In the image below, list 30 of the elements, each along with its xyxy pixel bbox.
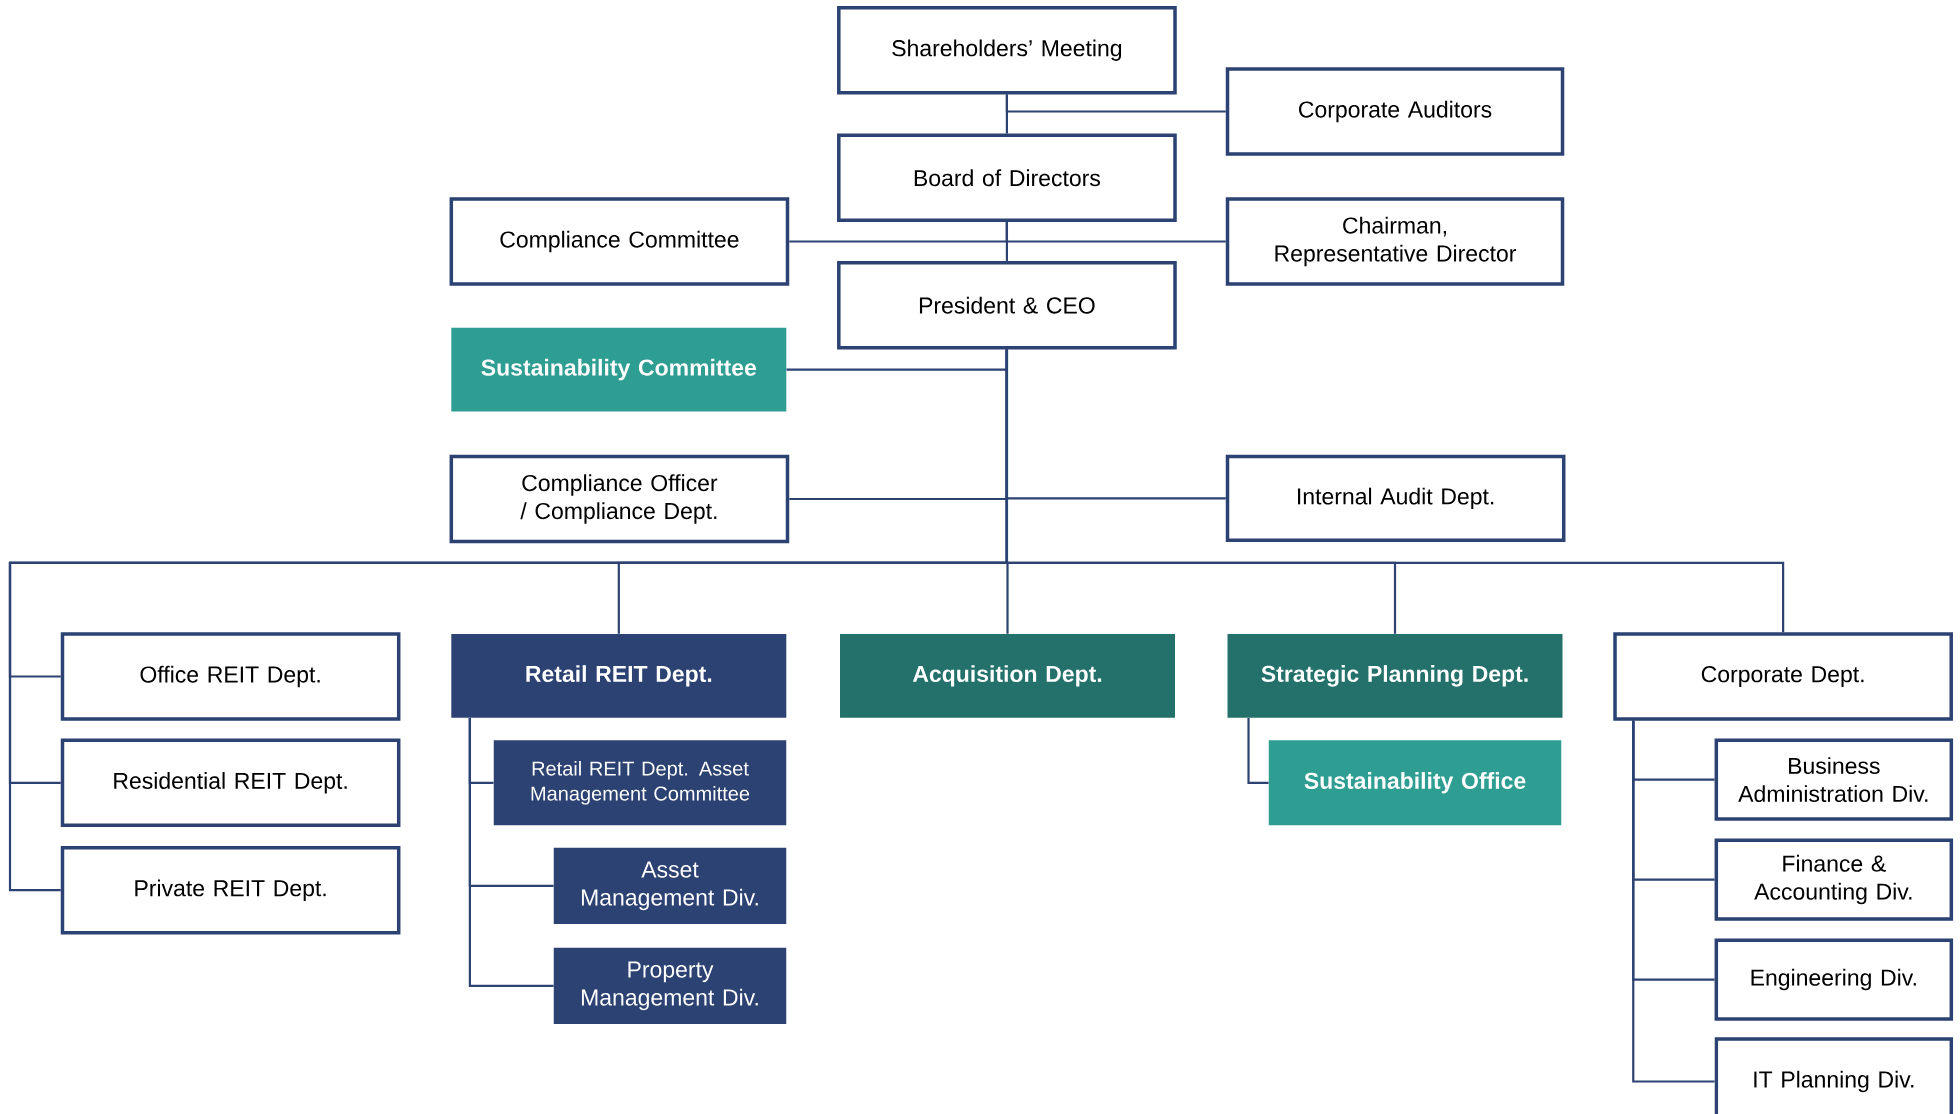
org-box: Sustainability Committee <box>451 327 787 412</box>
org-box: Finance & Accounting Div. <box>1714 838 1954 921</box>
org-box: Corporate Auditors <box>1225 67 1565 156</box>
org-box: President & CEO <box>837 260 1177 350</box>
org-box: Chairman, Representative Director <box>1225 197 1565 286</box>
connector-line <box>1632 720 1715 1083</box>
org-box: Corporate Dept. <box>1613 632 1953 721</box>
org-box: Sustainability Office <box>1268 740 1562 826</box>
connector-line <box>468 718 554 987</box>
org-box: Engineering Div. <box>1714 938 1954 1021</box>
connector-line <box>1005 94 1226 113</box>
connector-line <box>1005 222 1226 243</box>
org-box: Property Management Div. <box>553 947 787 1024</box>
org-box: Asset Management Div. <box>553 847 787 924</box>
org-box: Shareholders’ Meeting <box>837 5 1177 95</box>
connector-line <box>1005 349 1785 633</box>
org-box: Compliance Officer / Compliance Dept. <box>449 454 790 544</box>
connector-line <box>1247 718 1269 784</box>
org-box: Private REIT Dept. <box>60 845 401 935</box>
org-box: Board of Directors <box>837 133 1177 223</box>
org-box: Acquisition Dept. <box>840 634 1175 718</box>
org-box: Business Administration Div. <box>1714 738 1954 821</box>
org-box: Office REIT Dept. <box>60 632 401 721</box>
org-box: Strategic Planning Dept. <box>1227 634 1563 718</box>
org-box: Residential REIT Dept. <box>60 738 401 828</box>
org-box: Compliance Committee <box>449 197 790 286</box>
org-box: Retail REIT Dept. <box>451 634 787 718</box>
org-box: Retail REIT Dept. Asset Management Committee <box>493 740 787 826</box>
org-box: IT Planning Div. <box>1714 1037 1954 1114</box>
org-box: Internal Audit Dept. <box>1225 454 1566 543</box>
